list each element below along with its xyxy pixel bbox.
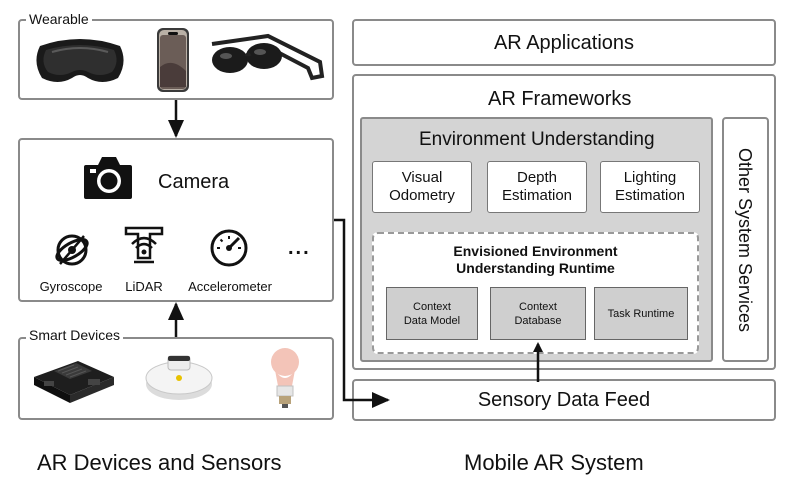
smart-devices-label: Smart Devices bbox=[26, 327, 124, 343]
envisioned-runtime-title-line2: Understanding Runtime bbox=[456, 260, 615, 276]
more-sensors-ellipsis: ... bbox=[288, 237, 311, 259]
envisioned-runtime-title: Envisioned Environment Understanding Run… bbox=[372, 243, 699, 277]
glasses-icon bbox=[208, 32, 326, 92]
robot-vacuum-icon bbox=[144, 350, 214, 404]
left-caption: AR Devices and Sensors bbox=[37, 450, 282, 475]
ar-applications-box: AR Applications bbox=[352, 19, 776, 66]
visual-odometry-line1: Visual bbox=[401, 169, 443, 186]
other-system-services-label: Other System Services bbox=[735, 147, 755, 333]
context-database-line2: Database bbox=[514, 314, 562, 327]
smart-bulb-icon bbox=[270, 346, 300, 410]
task-runtime-label: Task Runtime bbox=[607, 307, 675, 320]
board-icon bbox=[30, 347, 116, 413]
ar-frameworks-title: AR Frameworks bbox=[488, 88, 632, 110]
visual-odometry-line2: Odometry bbox=[389, 187, 455, 204]
context-data-model-line2: Data Model bbox=[403, 314, 461, 327]
depth-estimation-line1: Depth bbox=[516, 169, 558, 186]
camera-icon bbox=[82, 153, 134, 201]
sensors-group bbox=[18, 138, 334, 302]
lighting-estimation-line1: Lighting bbox=[623, 169, 677, 186]
context-data-model-line1: Context bbox=[413, 300, 451, 313]
other-system-services-box bbox=[722, 117, 769, 362]
lidar-label: LiDAR bbox=[125, 279, 163, 294]
context-database-line1: Context bbox=[519, 300, 557, 313]
depth-estimation-module: Depth Estimation bbox=[487, 161, 587, 213]
right-caption: Mobile AR System bbox=[464, 450, 644, 475]
sensory-data-feed-box: Sensory Data Feed bbox=[352, 379, 776, 421]
visual-odometry-module: Visual Odometry bbox=[372, 161, 472, 213]
environment-understanding-title: Environment Understanding bbox=[419, 129, 655, 150]
accelerometer-icon bbox=[209, 228, 249, 268]
wearable-label: Wearable bbox=[26, 11, 92, 27]
accelerometer-label: Accelerometer bbox=[188, 279, 272, 294]
context-database-box: Context Database bbox=[490, 287, 586, 340]
context-data-model-box: Context Data Model bbox=[386, 287, 478, 340]
lighting-estimation-line2: Estimation bbox=[614, 187, 686, 204]
camera-label: Camera bbox=[158, 171, 230, 193]
task-runtime-box: Task Runtime bbox=[594, 287, 688, 340]
headset-icon bbox=[32, 34, 128, 90]
gyroscope-icon bbox=[52, 230, 92, 270]
phone-icon bbox=[156, 27, 190, 93]
depth-estimation-line2: Estimation bbox=[501, 187, 573, 204]
envisioned-runtime-title-line1: Envisioned Environment bbox=[453, 243, 618, 259]
lighting-estimation-module: Lighting Estimation bbox=[600, 161, 700, 213]
gyroscope-label: Gyroscope bbox=[39, 279, 103, 294]
lidar-icon bbox=[124, 226, 164, 268]
